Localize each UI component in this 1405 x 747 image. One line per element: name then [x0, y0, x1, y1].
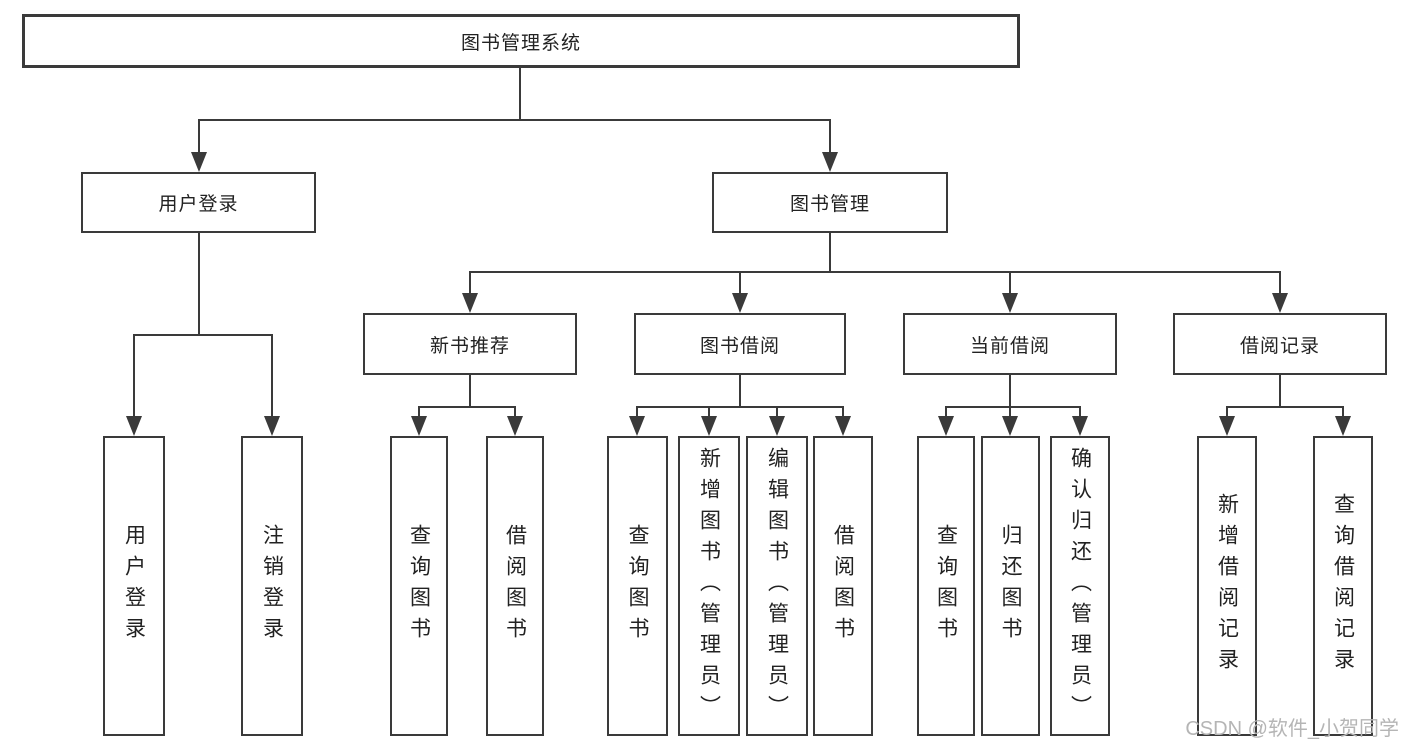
connector-line — [1279, 271, 1281, 297]
leaf-add-borrow-record-label: 新增借阅记录 — [1215, 493, 1239, 679]
arrowhead-down-icon — [191, 152, 207, 172]
connector-line — [1009, 375, 1011, 408]
arrowhead-down-icon — [126, 416, 142, 436]
connector-line — [708, 406, 710, 420]
node-current-borrowing-label: 当前借阅 — [969, 335, 1050, 357]
node-book-management-label: 图书管理 — [789, 194, 870, 215]
connector-line — [842, 406, 844, 420]
connector-line — [1342, 406, 1344, 420]
connector-line — [418, 406, 420, 420]
connector-line — [133, 334, 273, 336]
leaf-borrow-books-recommend-label: 借阅图书 — [503, 524, 527, 648]
node-root-label: 图书管理系统 — [460, 32, 581, 54]
node-borrowing-records: 借阅记录 — [1173, 313, 1387, 375]
connector-line — [739, 375, 741, 408]
leaf-query-books-borrowing: 查询图书 — [607, 436, 668, 736]
leaf-add-borrow-record: 新增借阅记录 — [1197, 436, 1257, 736]
leaf-query-books-borrowing-label: 查询图书 — [626, 524, 649, 648]
connector-line — [469, 375, 471, 408]
connector-line — [739, 271, 741, 297]
leaf-borrow-books-recommend: 借阅图书 — [486, 436, 544, 736]
leaf-confirm-return-admin-label: 确认归还（管理员） — [1068, 446, 1092, 726]
arrowhead-down-icon — [411, 416, 427, 436]
watermark-text: CSDN @软件_小贺同学 — [1185, 718, 1399, 740]
connector-line — [133, 334, 135, 420]
node-user-login: 用户登录 — [81, 172, 316, 233]
leaf-add-books-admin: 新增图书（管理员） — [678, 436, 740, 736]
arrowhead-down-icon — [1002, 416, 1018, 436]
arrowhead-down-icon — [462, 293, 478, 313]
connector-line — [945, 406, 1081, 408]
connector-line — [1009, 406, 1011, 420]
connector-line — [776, 406, 778, 420]
connector-line — [1279, 375, 1281, 408]
leaf-logout-login: 注销登录 — [241, 436, 303, 736]
arrowhead-down-icon — [732, 293, 748, 313]
connector-line — [198, 119, 831, 121]
leaf-query-books-current: 查询图书 — [917, 436, 975, 736]
leaf-add-books-admin-label: 新增图书（管理员） — [697, 446, 721, 726]
connector-line — [829, 119, 831, 157]
arrowhead-down-icon — [1002, 293, 1018, 313]
leaf-confirm-return-admin: 确认归还（管理员） — [1050, 436, 1110, 736]
connector-line — [1226, 406, 1344, 408]
connector-line — [945, 406, 947, 420]
node-book-borrowing: 图书借阅 — [634, 313, 846, 375]
connector-line — [514, 406, 516, 420]
connector-line — [636, 406, 638, 420]
node-new-book-recommendation-label: 新书推荐 — [429, 335, 510, 357]
leaf-query-books-current-label: 查询图书 — [934, 524, 958, 648]
leaf-logout-login-label: 注销登录 — [260, 524, 284, 648]
connector-line — [829, 233, 831, 273]
arrowhead-down-icon — [629, 416, 645, 436]
leaf-query-borrow-record-label: 查询借阅记录 — [1331, 493, 1355, 679]
connector-line — [469, 271, 1281, 273]
connector-line — [198, 119, 200, 157]
arrowhead-down-icon — [938, 416, 954, 436]
connector-line — [636, 406, 844, 408]
arrowhead-down-icon — [701, 416, 717, 436]
connector-line — [519, 68, 521, 120]
leaf-borrow-books-borrowing-label: 借阅图书 — [831, 524, 855, 648]
leaf-borrow-books-borrowing: 借阅图书 — [813, 436, 873, 736]
arrowhead-down-icon — [1072, 416, 1088, 436]
leaf-query-books-recommend: 查询图书 — [390, 436, 448, 736]
leaf-query-borrow-record: 查询借阅记录 — [1313, 436, 1373, 736]
leaf-query-books-recommend-label: 查询图书 — [407, 524, 431, 648]
arrowhead-down-icon — [822, 152, 838, 172]
leaf-edit-books-admin-label: 编辑图书（管理员） — [765, 446, 789, 726]
arrowhead-down-icon — [264, 416, 280, 436]
node-book-borrowing-label: 图书借阅 — [699, 335, 780, 357]
arrowhead-down-icon — [1272, 293, 1288, 313]
node-new-book-recommendation: 新书推荐 — [363, 313, 577, 375]
arrowhead-down-icon — [1219, 416, 1235, 436]
connector-line — [1009, 271, 1011, 297]
node-book-management: 图书管理 — [712, 172, 948, 233]
connector-line — [469, 271, 471, 297]
node-borrowing-records-label: 借阅记录 — [1239, 335, 1320, 357]
connector-line — [271, 334, 273, 420]
leaf-return-books-label: 归还图书 — [999, 524, 1022, 648]
arrowhead-down-icon — [769, 416, 785, 436]
connector-line — [418, 406, 516, 408]
node-user-login-label: 用户登录 — [158, 194, 239, 215]
leaf-edit-books-admin: 编辑图书（管理员） — [746, 436, 808, 736]
leaf-user-login: 用户登录 — [103, 436, 165, 736]
connector-line — [1079, 406, 1081, 420]
connector-line — [198, 233, 200, 336]
connector-line — [1226, 406, 1228, 420]
arrowhead-down-icon — [835, 416, 851, 436]
arrowhead-down-icon — [1335, 416, 1351, 436]
leaf-return-books: 归还图书 — [981, 436, 1040, 736]
arrowhead-down-icon — [507, 416, 523, 436]
node-root: 图书管理系统 — [22, 14, 1020, 68]
node-current-borrowing: 当前借阅 — [903, 313, 1117, 375]
leaf-user-login-label: 用户登录 — [122, 524, 146, 648]
